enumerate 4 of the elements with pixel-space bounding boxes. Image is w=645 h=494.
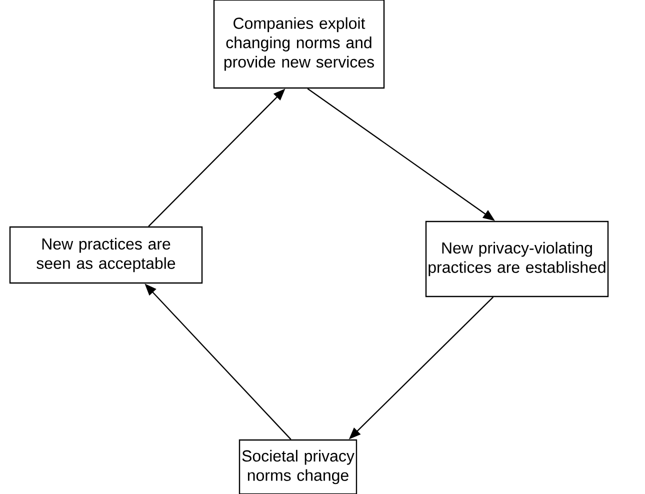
process-box: New privacy-violating practices are established	[425, 220, 609, 298]
process-box: New practices are seen as acceptable	[9, 226, 203, 284]
process-box: Companies exploit changing norms and provide new services	[213, 0, 385, 89]
process-box: Societal privacy norms change	[238, 439, 358, 494]
